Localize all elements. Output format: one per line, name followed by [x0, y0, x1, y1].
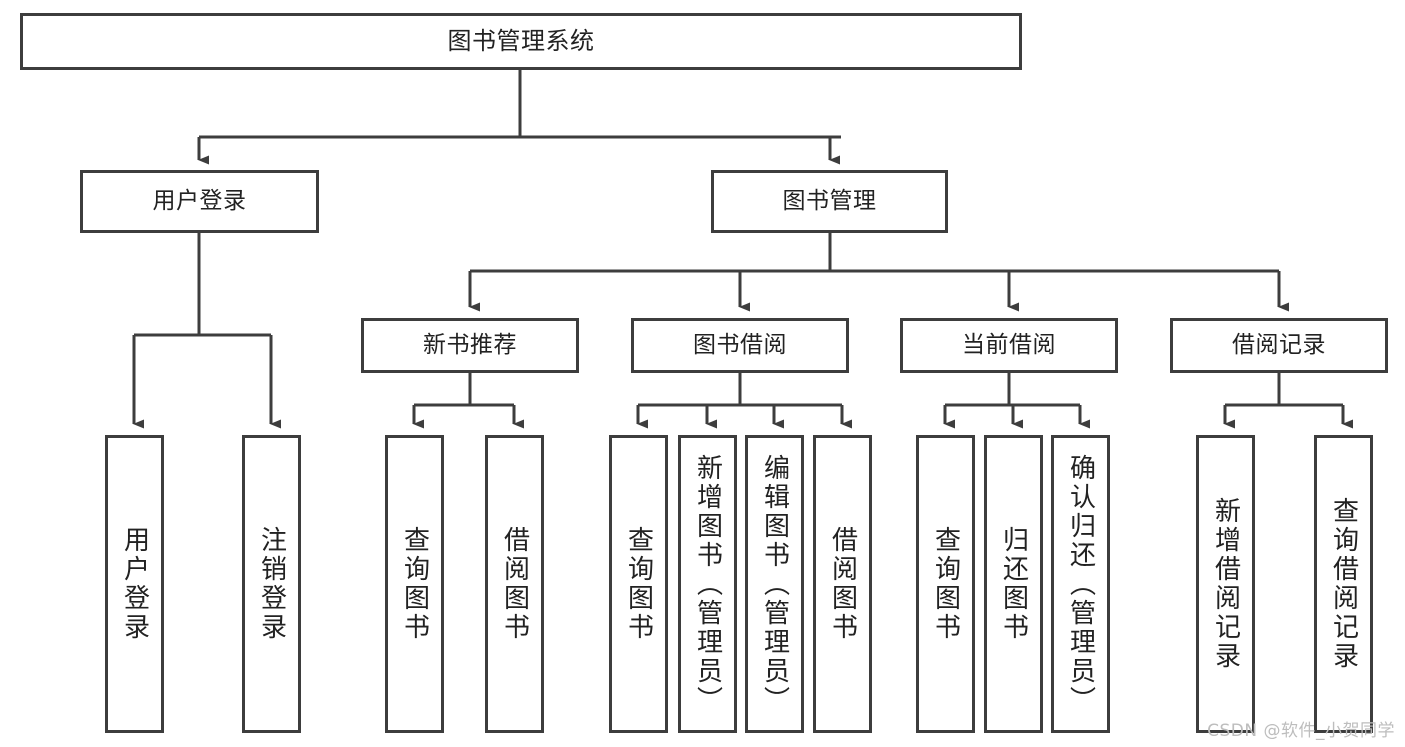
node-label: 当前借阅 [962, 331, 1056, 358]
leaf-borrow-record-add-record[interactable]: 新增借阅记录 [1196, 435, 1255, 733]
node-label: 用户登录 [119, 526, 150, 642]
node-borrow-record[interactable]: 借阅记录 [1170, 318, 1388, 373]
node-label: 查询借阅记录 [1328, 497, 1359, 671]
leaf-current-borrow-query-book[interactable]: 查询图书 [916, 435, 975, 733]
leaf-book-borrow-borrow-book[interactable]: 借阅图书 [813, 435, 872, 733]
leaf-new-book-borrow-book[interactable]: 借阅图书 [485, 435, 544, 733]
node-label: 归还图书 [998, 526, 1029, 642]
node-label: 查询图书 [930, 526, 961, 642]
node-label: 用户登录 [152, 187, 247, 214]
node-label: 注销登录 [256, 526, 287, 642]
node-label: 借阅记录 [1232, 331, 1326, 358]
node-label: 借阅图书 [827, 526, 858, 642]
node-label: 图书管理系统 [447, 27, 595, 56]
leaf-user-login-logout[interactable]: 注销登录 [242, 435, 301, 733]
node-book-management[interactable]: 图书管理 [711, 170, 948, 233]
node-label: 查询图书 [623, 526, 654, 642]
leaf-user-login-login[interactable]: 用户登录 [105, 435, 164, 733]
node-label: 借阅图书 [499, 526, 530, 642]
node-label: 新书推荐 [423, 331, 517, 358]
node-current-borrow[interactable]: 当前借阅 [900, 318, 1118, 373]
node-label: 图书管理 [782, 187, 877, 214]
leaf-new-book-query-book[interactable]: 查询图书 [385, 435, 444, 733]
leaf-book-borrow-query-book[interactable]: 查询图书 [609, 435, 668, 733]
node-label: 新增图书（管理员） [692, 453, 723, 715]
leaf-borrow-record-query-record[interactable]: 查询借阅记录 [1314, 435, 1373, 733]
node-label: 图书借阅 [693, 331, 787, 358]
csdn-watermark: CSDN @软件_小贺同学 [1207, 721, 1395, 741]
node-label: 确认归还（管理员） [1065, 453, 1096, 715]
leaf-book-borrow-edit-book[interactable]: 编辑图书（管理员） [745, 435, 804, 733]
node-book-management-system[interactable]: 图书管理系统 [20, 13, 1022, 70]
node-label: 编辑图书（管理员） [759, 453, 790, 715]
leaf-book-borrow-add-book[interactable]: 新增图书（管理员） [678, 435, 737, 733]
node-new-book-recommend[interactable]: 新书推荐 [361, 318, 579, 373]
leaf-current-borrow-return-book[interactable]: 归还图书 [984, 435, 1043, 733]
node-label: 查询图书 [399, 526, 430, 642]
node-label: 新增借阅记录 [1210, 497, 1241, 671]
node-user-login[interactable]: 用户登录 [80, 170, 319, 233]
node-book-borrow[interactable]: 图书借阅 [631, 318, 849, 373]
leaf-current-borrow-confirm-return[interactable]: 确认归还（管理员） [1051, 435, 1110, 733]
